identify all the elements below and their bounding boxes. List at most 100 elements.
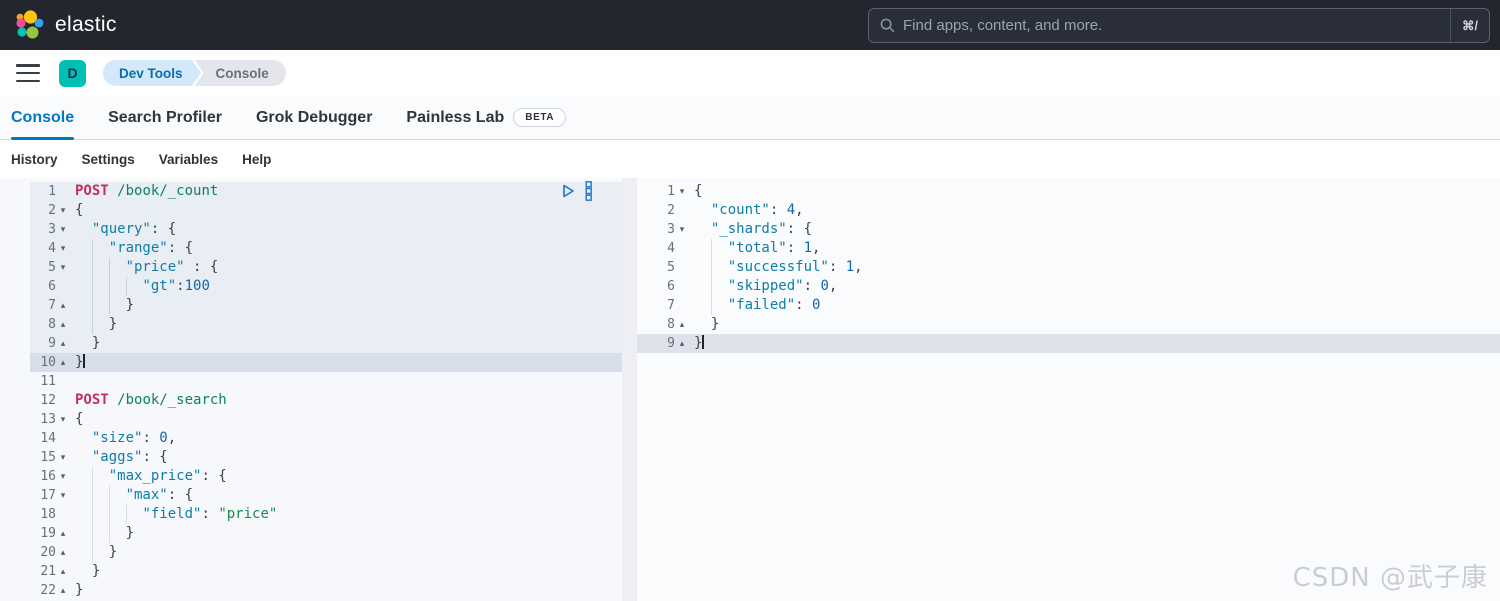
line-number: 21 [40,564,56,579]
code-line[interactable]: 5 "successful": 1, [637,258,1500,277]
fold-expand-icon[interactable]: ▴ [60,319,66,329]
code-line[interactable]: 22▴} [30,581,622,600]
code-line[interactable]: 10▴} [30,353,622,372]
code-line[interactable]: 16▾ "max_price": { [30,467,622,486]
gutter: 7 [637,296,689,315]
fold-collapse-icon[interactable]: ▾ [679,186,685,196]
indent-guide [91,467,93,486]
menu-item-history[interactable]: History [11,151,58,167]
fold-collapse-icon[interactable]: ▾ [60,414,66,424]
code-text [70,372,622,391]
code-line[interactable]: 7▴ } [30,296,622,315]
fold-expand-icon[interactable]: ▴ [60,338,66,348]
fold-expand-icon[interactable]: ▴ [60,300,66,310]
fold-collapse-icon[interactable]: ▾ [60,262,66,272]
code-text: { [75,202,84,218]
code-line[interactable]: 9▴} [637,334,1500,353]
code-line[interactable]: 7 "failed": 0 [637,296,1500,315]
code-line[interactable]: 20▴ } [30,543,622,562]
menu-item-help[interactable]: Help [242,151,272,167]
gutter: 1▾ [637,182,689,201]
indent-guide [91,277,93,296]
gutter: 5▾ [30,258,70,277]
gutter: 18 [30,505,70,524]
line-number: 11 [40,374,56,389]
global-header: elastic Find apps, content, and more. ⌘/ [0,0,1500,50]
code-line[interactable]: 15▾ "aggs": { [30,448,622,467]
tab-grok-debugger[interactable]: Grok Debugger [256,96,372,139]
code-line[interactable]: 4 "total": 1, [637,239,1500,258]
fold-expand-icon[interactable]: ▴ [60,585,66,595]
fold-collapse-icon[interactable]: ▾ [60,452,66,462]
code-line[interactable]: 2 "count": 4, [637,201,1500,220]
line-number: 1 [667,184,675,199]
tab-console[interactable]: Console [11,96,75,140]
request-options-button[interactable] [585,181,593,201]
code-line[interactable]: 17▾ "max": { [30,486,622,505]
fold-collapse-icon[interactable]: ▾ [60,471,66,481]
code-line[interactable]: 8▴ } [30,315,622,334]
gutter: 22▴ [30,581,70,600]
code-line[interactable]: 8▴ } [637,315,1500,334]
code-line[interactable]: 2▾{ [30,201,622,220]
fold-collapse-icon[interactable]: ▾ [60,490,66,500]
console-menu-bar: History Settings Variables Help [0,140,1500,178]
tab-painless-lab[interactable]: Painless Lab BETA [406,96,567,139]
global-search-input[interactable]: Find apps, content, and more. ⌘/ [868,7,1490,43]
fold-expand-icon[interactable]: ▴ [60,566,66,576]
code-line[interactable]: 18 "field": "price" [30,505,622,524]
tab-search-profiler[interactable]: Search Profiler [108,96,222,139]
gutter: 2 [637,201,689,220]
code-line[interactable]: 21▴ } [30,562,622,581]
code-line[interactable]: 6 "skipped": 0, [637,277,1500,296]
code-line[interactable]: 14 "size": 0, [30,429,622,448]
fold-expand-icon[interactable]: ▴ [60,547,66,557]
gutter: 7▴ [30,296,70,315]
code-line[interactable]: 4▾ "range": { [30,239,622,258]
fold-expand-icon[interactable]: ▴ [60,357,66,367]
breadcrumb-console[interactable]: Console [194,60,286,86]
gutter: 20▴ [30,543,70,562]
panel-resize-handle[interactable] [622,178,637,601]
line-number: 13 [40,412,56,427]
menu-item-settings[interactable]: Settings [81,151,135,167]
breadcrumb-dev-tools[interactable]: Dev Tools [103,60,200,86]
fold-expand-icon[interactable]: ▴ [679,338,685,348]
send-request-button[interactable] [560,183,576,199]
code-line[interactable]: 11 [30,372,622,391]
gutter: 6 [30,277,70,296]
code-line[interactable]: 9▴ } [30,334,622,353]
code-line[interactable]: 3▾ "query": { [30,220,622,239]
fold-expand-icon[interactable]: ▴ [60,528,66,538]
fold-collapse-icon[interactable]: ▾ [60,224,66,234]
breadcrumb-bar: D Dev Tools Console [0,50,1500,96]
menu-item-variables[interactable]: Variables [158,151,219,167]
fold-expand-icon[interactable]: ▴ [679,319,685,329]
indent-guide [108,258,110,277]
gutter: 9▴ [30,334,70,353]
code-line[interactable]: 19▴ } [30,524,622,543]
line-number: 9 [667,336,675,351]
gutter: 15▾ [30,448,70,467]
gutter: 14 [30,429,70,448]
code-text: { [694,183,703,199]
code-line[interactable]: 5▾ "price" : { [30,258,622,277]
elastic-logo-icon[interactable] [14,9,46,41]
code-line[interactable]: 6 "gt":100 [30,277,622,296]
dev-tools-app-badge[interactable]: D [59,59,86,87]
menu-hamburger-icon[interactable] [16,64,40,82]
line-number: 4 [667,241,675,256]
fold-collapse-icon[interactable]: ▾ [679,224,685,234]
code-line[interactable]: 1▾{ [637,182,1500,201]
response-output-panel[interactable]: 1▾{2 "count": 4,3▾ "_shards": {4 "total"… [637,178,1500,601]
indent-guide [91,524,93,543]
code-line[interactable]: 3▾ "_shards": { [637,220,1500,239]
fold-collapse-icon[interactable]: ▾ [60,243,66,253]
line-number: 19 [40,526,56,541]
code-line[interactable]: 13▾{ [30,410,622,429]
code-text: POST /book/_search [75,392,227,408]
fold-collapse-icon[interactable]: ▾ [60,205,66,215]
